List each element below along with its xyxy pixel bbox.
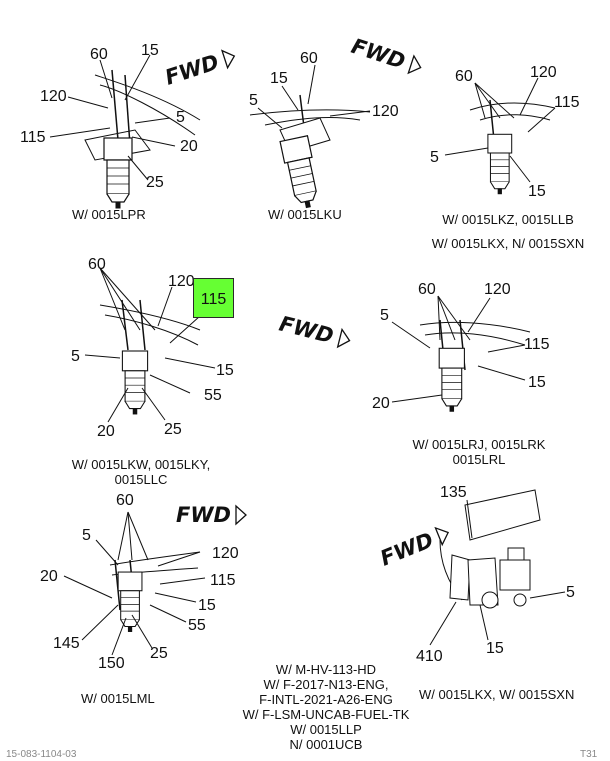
caption-panel-6: W/ 0015LML	[81, 691, 155, 706]
p5-callout-15: 15	[528, 374, 546, 391]
p3-callout-120: 120	[530, 64, 557, 81]
p7-callout-5: 5	[566, 584, 575, 601]
caption-panel-4-line-1: W/ 0015LKW, 0015LKY,	[71, 457, 211, 472]
caption-center-line-6: N/ 0001UCB	[289, 737, 363, 752]
p6-fwd-label: FWD	[176, 503, 231, 527]
caption-panel-4-line-2: 0015LLC	[114, 472, 168, 487]
p6-callout-25: 25	[150, 645, 168, 662]
p6-callout-20: 20	[40, 568, 58, 585]
p4-callout-15: 15	[216, 362, 234, 379]
p6-fwd-indicator: FWD	[176, 503, 247, 527]
p6-callout-145: 145	[53, 635, 80, 652]
caption-panel-5-line-2: 0015LRL	[452, 452, 506, 467]
highlighted-callout-115[interactable]: 115	[193, 278, 234, 318]
p4-callout-25: 25	[164, 421, 182, 438]
p4-callout-55: 55	[204, 387, 222, 404]
p2-callout-120: 120	[372, 103, 399, 120]
caption-center-line-2: W/ F-2017-N13-ENG,	[263, 677, 389, 692]
p7-callout-410: 410	[416, 648, 443, 665]
p1-fwd-indicator: FWD	[162, 46, 238, 90]
footer-drawing-number: 15-083-1104-03	[6, 749, 77, 760]
p5-callout-5: 5	[380, 307, 389, 324]
p4-callout-60: 60	[88, 256, 106, 273]
p5-callout-20: 20	[372, 395, 390, 412]
caption-panel-4: W/ 0015LKW, 0015LKY, 0015LLC	[58, 457, 224, 487]
p6-callout-5: 5	[82, 527, 91, 544]
panel-6-artwork	[63, 511, 206, 656]
p2-fwd-label: FWD	[348, 34, 408, 74]
panel-3-artwork	[444, 77, 556, 195]
p2-callout-5: 5	[249, 92, 258, 109]
p4-callout-20: 20	[97, 423, 115, 440]
p4-callout-120: 120	[168, 273, 195, 290]
p4-fwd-label: FWD	[277, 312, 336, 349]
caption-panel-5-line-1: W/ 0015LRJ, 0015LRK	[412, 437, 546, 452]
p7-callout-135: 135	[440, 484, 467, 501]
p2-callout-15: 15	[270, 70, 288, 87]
caption-panel-5: W/ 0015LRJ, 0015LRK 0015LRL	[394, 437, 564, 467]
p1-callout-120: 120	[40, 88, 67, 105]
p1-callout-20: 20	[180, 138, 198, 155]
p1-callout-60: 60	[90, 46, 108, 63]
caption-panel-2: W/ 0015LKU	[268, 207, 342, 222]
panel-1-artwork	[49, 54, 201, 209]
panel-2-artwork	[249, 64, 371, 211]
p6-callout-115: 115	[210, 572, 236, 589]
p1-callout-5: 5	[176, 109, 185, 126]
p3-callout-15: 15	[528, 183, 546, 200]
p6-callout-150: 150	[98, 655, 125, 672]
caption-panel-3-line-2: W/ 0015LKX, N/ 0015SXN	[431, 236, 585, 251]
p7-fwd-indicator: FWD	[377, 523, 453, 571]
p7-fwd-label: FWD	[377, 528, 437, 571]
p4-fwd-indicator: FWD	[277, 312, 353, 351]
panel-7-artwork	[429, 489, 566, 646]
caption-panel-3-line-1: W/ 0015LKZ, 0015LLB	[442, 212, 574, 227]
p1-fwd-label: FWD	[162, 50, 222, 90]
caption-center-line-3: F-INTL-2021-A26-ENG	[259, 692, 393, 707]
p5-callout-60: 60	[418, 281, 436, 298]
caption-center-line-5: W/ 0015LLP	[290, 722, 362, 737]
p6-callout-60: 60	[116, 492, 134, 509]
footer-page-ref: T31	[580, 749, 598, 760]
p2-fwd-indicator: FWD	[348, 34, 425, 77]
p3-callout-5: 5	[430, 149, 439, 166]
p1-callout-25: 25	[146, 174, 164, 191]
p3-callout-115: 115	[554, 94, 580, 111]
caption-center-line-1: W/ M-HV-113-HD	[275, 662, 377, 677]
caption-center-line-4: W/ F-LSM-UNCAB-FUEL-TK	[242, 707, 410, 722]
p6-callout-120: 120	[212, 545, 239, 562]
p5-callout-120: 120	[484, 281, 511, 298]
caption-panel-3: W/ 0015LKZ, 0015LLB W/ 0015LKX, N/ 0015S…	[415, 212, 601, 251]
p4-callout-5: 5	[71, 348, 80, 365]
p6-callout-55: 55	[188, 617, 206, 634]
p7-callout-15: 15	[486, 640, 504, 657]
p2-callout-60: 60	[300, 50, 318, 67]
p6-callout-15: 15	[198, 597, 216, 614]
caption-panel-1: W/ 0015LPR	[72, 207, 146, 222]
p1-callout-115: 115	[20, 129, 46, 146]
p1-callout-15: 15	[141, 42, 159, 59]
caption-center: W/ M-HV-113-HD W/ F-2017-N13-ENG, F-INTL…	[240, 662, 412, 752]
caption-panel-7: W/ 0015LKX, W/ 0015SXN	[419, 687, 575, 702]
p3-callout-60: 60	[455, 68, 473, 85]
p5-callout-115: 115	[524, 336, 550, 353]
panel-5-artwork	[391, 295, 531, 412]
